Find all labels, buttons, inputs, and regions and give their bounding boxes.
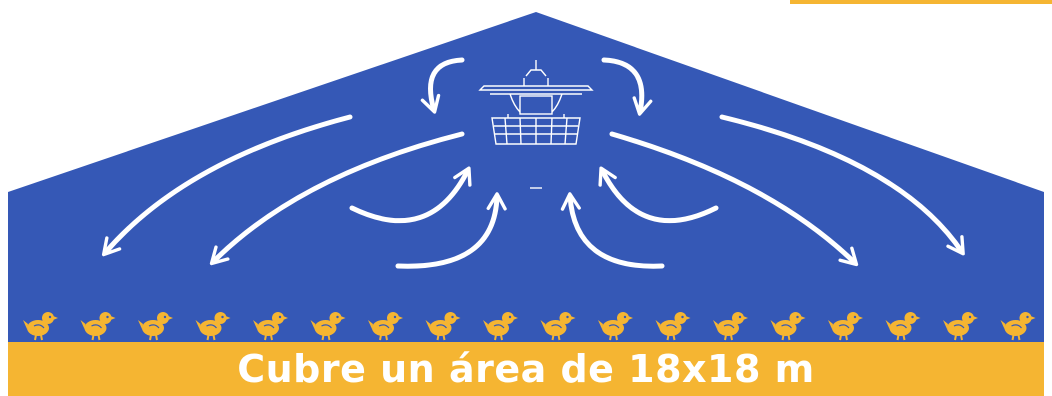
chick-icon [885,312,921,341]
chick-icon [138,312,173,341]
airflow-arrows [101,57,965,269]
chick-icon [23,312,58,341]
chick-icon [368,312,403,341]
chick-icon [943,312,978,341]
chick-icon [425,312,461,341]
airflow-arrow-icon [719,114,965,256]
barn-shape [8,12,1044,342]
airflow-arrow-icon [601,57,653,116]
chick-icon [253,312,288,341]
chick-icon [310,312,346,341]
corner-tab [790,0,1052,4]
floor-band [8,342,1044,396]
area-caption: Cubre un área de 18x18 m [237,347,815,391]
chick-icon [540,312,576,341]
chick-icon [828,312,863,341]
airflow-arrow-icon [560,192,665,269]
chick-icon [713,312,748,341]
airflow-arrow-icon [209,131,465,266]
chick-row [23,312,1036,341]
heater-icon [478,60,594,189]
airflow-arrow-icon [395,192,507,269]
chick-icon [195,312,231,341]
chick-icon [80,312,116,341]
chick-icon [770,312,806,341]
chick-icon [1000,312,1036,341]
airflow-arrow-icon [420,57,465,114]
chick-icon [598,312,633,341]
airflow-arrow-icon [349,166,472,224]
chick-icon [483,312,518,341]
airflow-arrow-icon [609,131,859,267]
chick-icon [655,312,691,341]
airflow-arrow-icon [101,114,353,257]
airflow-arrow-icon [598,166,719,224]
